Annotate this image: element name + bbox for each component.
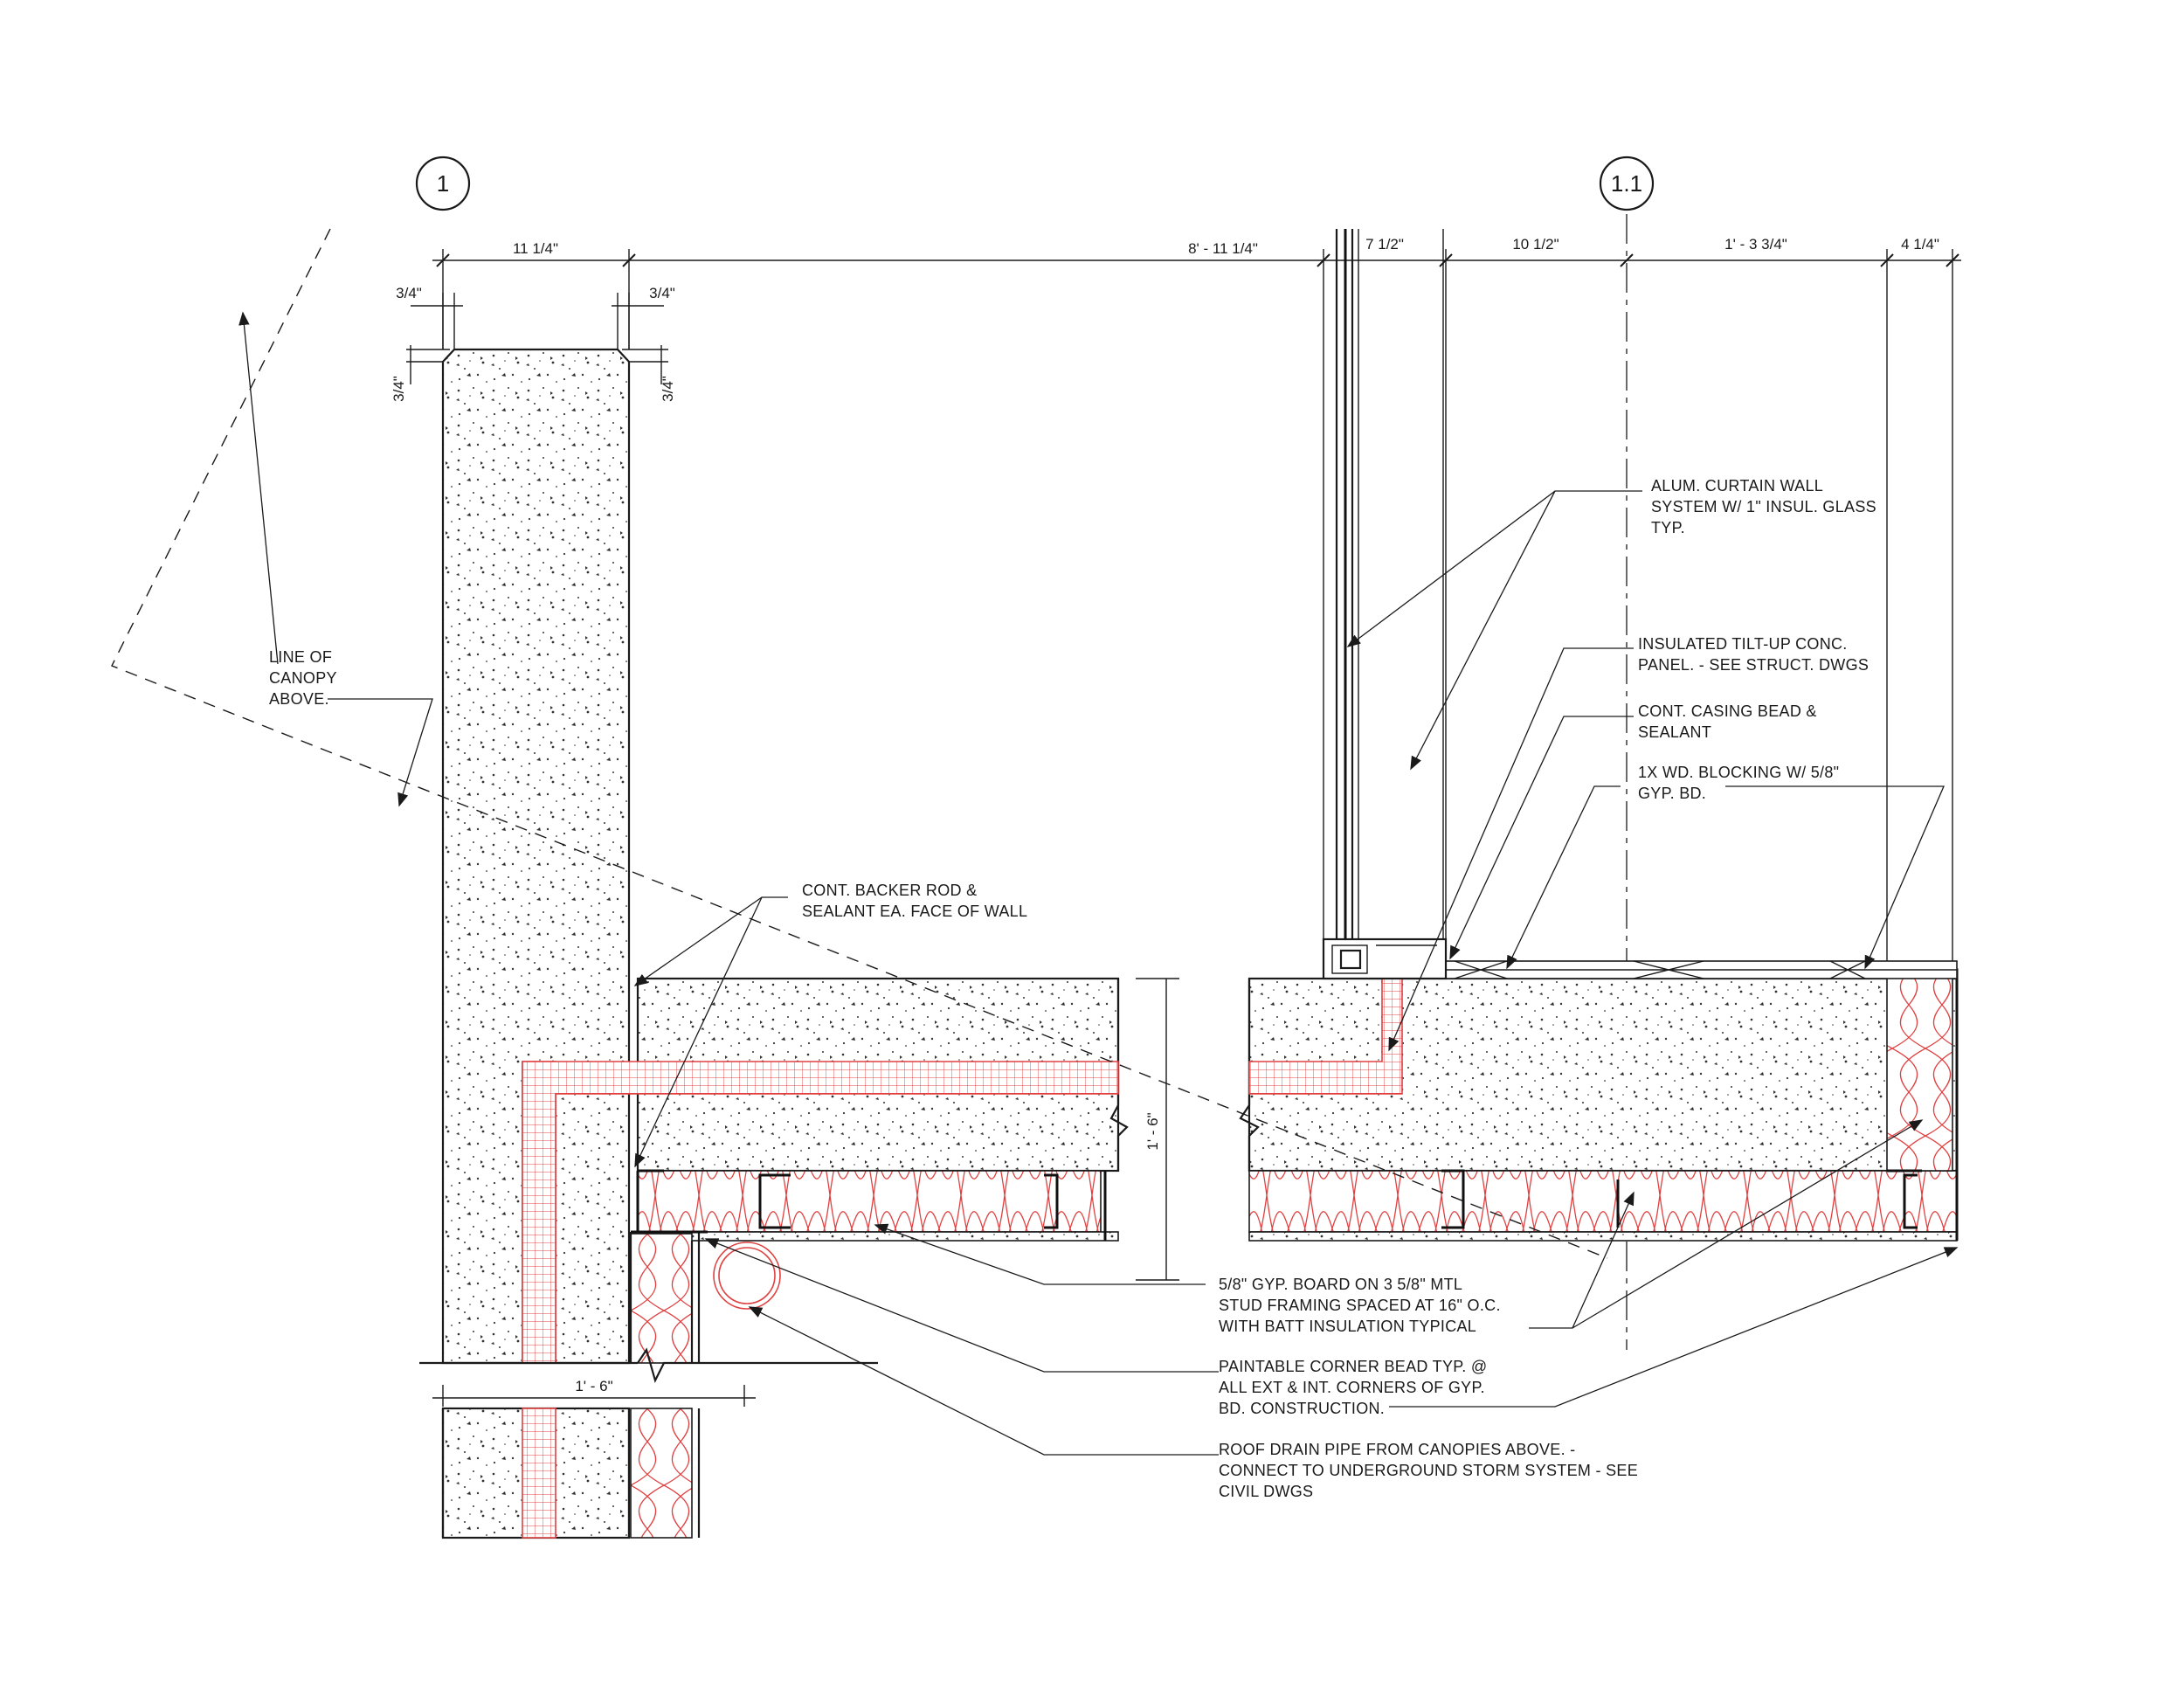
svg-text:ROOF DRAIN PIPE FROM CANOPIES: ROOF DRAIN PIPE FROM CANOPIES ABOVE. - bbox=[1219, 1441, 1575, 1458]
dim-7-1-2: 7 1/2" bbox=[1365, 236, 1404, 253]
note-casing-bead: CONT. CASING BEAD & SEALANT bbox=[1638, 702, 1817, 741]
left-horizontal-wall bbox=[522, 977, 1129, 1364]
svg-text:ALUM. CURTAIN WALL: ALUM. CURTAIN WALL bbox=[1651, 477, 1823, 495]
bottom-dimension: 1' - 6" bbox=[432, 1378, 756, 1407]
svg-text:1X WD. BLOCKING W/ 5/8": 1X WD. BLOCKING W/ 5/8" bbox=[1638, 764, 1839, 781]
note-curtain-wall: ALUM. CURTAIN WALL SYSTEM W/ 1" INSUL. G… bbox=[1651, 477, 1876, 536]
svg-text:ALL EXT & INT. CORNERS OF GYP.: ALL EXT & INT. CORNERS OF GYP. bbox=[1219, 1379, 1485, 1396]
svg-text:STUD FRAMING SPACED AT 16" O.C: STUD FRAMING SPACED AT 16" O.C. bbox=[1219, 1297, 1501, 1314]
dim-11-1-4: 11 1/4" bbox=[513, 240, 558, 257]
svg-text:ABOVE.: ABOVE. bbox=[269, 690, 329, 708]
dim-chamfer-left-side: 3/4" bbox=[390, 376, 407, 402]
leaders bbox=[238, 311, 1959, 1456]
svg-text:CANOPY: CANOPY bbox=[269, 669, 337, 687]
svg-text:SEALANT EA. FACE OF WALL: SEALANT EA. FACE OF WALL bbox=[802, 903, 1027, 920]
svg-text:BD. CONSTRUCTION.: BD. CONSTRUCTION. bbox=[1219, 1400, 1385, 1417]
dim-1-3-3-4: 1' - 3 3/4" bbox=[1724, 236, 1787, 253]
note-backer-rod: CONT. BACKER ROD & SEALANT EA. FACE OF W… bbox=[802, 882, 1027, 920]
note-canopy: LINE OF CANOPY ABOVE. bbox=[269, 648, 337, 708]
svg-text:CONT. CASING BEAD &: CONT. CASING BEAD & bbox=[1638, 702, 1817, 720]
section-cut-line bbox=[419, 1347, 878, 1384]
svg-text:GYP. BD.: GYP. BD. bbox=[1638, 785, 1706, 802]
dim-overall-span: 8' - 11 1/4" bbox=[1188, 240, 1258, 257]
grid-line-1: 1 bbox=[415, 156, 471, 211]
grid-tag-1-1: 1.1 bbox=[1611, 170, 1642, 197]
svg-text:WITH BATT INSULATION TYPICAL: WITH BATT INSULATION TYPICAL bbox=[1219, 1318, 1476, 1335]
lower-wall-continuation bbox=[441, 1407, 701, 1539]
note-corner-bead: PAINTABLE CORNER BEAD TYP. @ ALL EXT & I… bbox=[1219, 1358, 1487, 1417]
svg-text:PAINTABLE CORNER BEAD TYP. @: PAINTABLE CORNER BEAD TYP. @ bbox=[1219, 1358, 1487, 1375]
note-tilt-up: INSULATED TILT-UP CONC. PANEL. - SEE STR… bbox=[1638, 635, 1869, 674]
note-roof-drain: ROOF DRAIN PIPE FROM CANOPIES ABOVE. - C… bbox=[1219, 1441, 1638, 1500]
svg-text:LINE OF: LINE OF bbox=[269, 648, 332, 666]
svg-text:CONNECT TO UNDERGROUND STORM S: CONNECT TO UNDERGROUND STORM SYSTEM - SE… bbox=[1219, 1462, 1638, 1479]
svg-text:CONT. BACKER ROD &: CONT. BACKER ROD & bbox=[802, 882, 977, 899]
note-blocking: 1X WD. BLOCKING W/ 5/8" GYP. BD. bbox=[1638, 764, 1839, 802]
top-dimension-string: 11 1/4" 8' - 11 1/4" 7 1/2" 10 1/2" 1' -… bbox=[432, 236, 1961, 970]
right-tilt-up-panel bbox=[1239, 968, 1959, 1242]
svg-text:CIVIL DWGS: CIVIL DWGS bbox=[1219, 1483, 1313, 1500]
svg-text:PANEL. - SEE STRUCT. DWGS: PANEL. - SEE STRUCT. DWGS bbox=[1638, 656, 1869, 674]
svg-text:INSULATED TILT-UP CONC.: INSULATED TILT-UP CONC. bbox=[1638, 635, 1848, 653]
dim-chamfer-left-top: 3/4" bbox=[396, 285, 422, 301]
note-gyp-board: 5/8" GYP. BOARD ON 3 5/8" MTL STUD FRAMI… bbox=[1219, 1276, 1501, 1335]
svg-text:SYSTEM W/ 1" INSUL. GLASS: SYSTEM W/ 1" INSUL. GLASS bbox=[1651, 498, 1876, 515]
dim-1-6-horizontal: 1' - 6" bbox=[575, 1378, 612, 1394]
dim-1-6-vertical: 1' - 6" bbox=[1144, 1112, 1161, 1150]
svg-text:5/8" GYP. BOARD ON 3 5/8" MTL: 5/8" GYP. BOARD ON 3 5/8" MTL bbox=[1219, 1276, 1462, 1293]
svg-text:SEALANT: SEALANT bbox=[1638, 723, 1711, 741]
dim-10-1-2: 10 1/2" bbox=[1512, 236, 1559, 253]
dim-chamfer-right-side: 3/4" bbox=[660, 376, 676, 402]
grid-tag-1: 1 bbox=[437, 170, 449, 197]
dim-wall-thickness: 1' - 6" bbox=[1136, 978, 1179, 1281]
svg-text:TYP.: TYP. bbox=[1651, 519, 1685, 536]
right-floor-finish bbox=[1445, 960, 1958, 979]
dim-4-1-4: 4 1/4" bbox=[1901, 236, 1939, 253]
canopy-line bbox=[111, 228, 1608, 1259]
curtain-wall-mullion bbox=[1322, 229, 1448, 980]
dim-chamfer-right-top: 3/4" bbox=[649, 285, 675, 301]
